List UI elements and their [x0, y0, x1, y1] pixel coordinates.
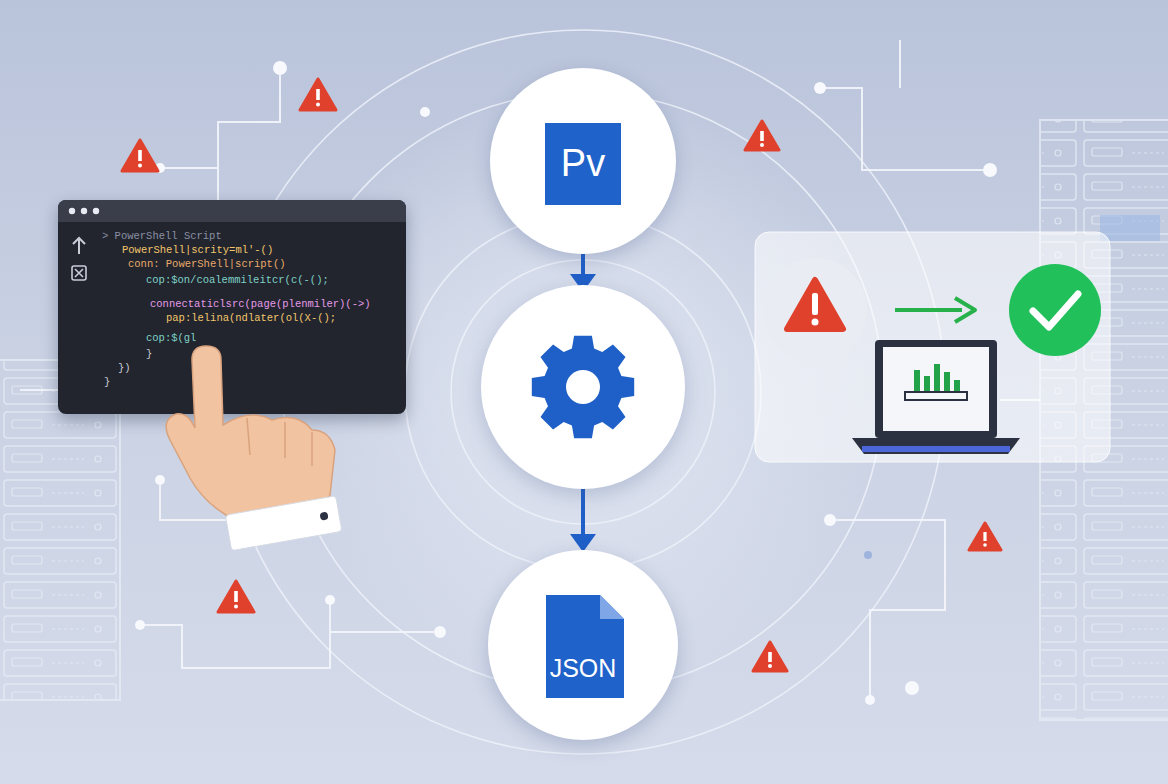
- sidebar-icons: [66, 234, 106, 324]
- code-line: }): [118, 362, 131, 375]
- json-icon: [488, 550, 678, 740]
- code-line: PowerShell|scrity=ml'-(): [122, 244, 273, 257]
- code-line: connectaticlsrc(page(plenmiler)(->): [150, 298, 371, 311]
- status-panel: [755, 232, 1110, 462]
- icon-circle: JSON: [488, 550, 678, 740]
- gear-icon: [532, 336, 634, 438]
- code-line: cop:$(gl: [146, 332, 196, 345]
- code-line: conn: PowerShell|script(): [128, 258, 286, 271]
- code-line: }: [104, 376, 110, 389]
- code-line: }: [146, 348, 152, 361]
- window-titlebar: [58, 200, 406, 222]
- window-dots: [58, 200, 118, 222]
- file-type-label: JSON: [488, 654, 678, 683]
- gear-circle: [481, 285, 685, 489]
- icon-label: Pv: [490, 142, 676, 185]
- icon-circle: Pv: [490, 68, 676, 254]
- code-line: cop:$on/coalemmileitcr(c(-();: [146, 274, 329, 287]
- gear-hole: [566, 370, 600, 404]
- code-line: pap:lelina(ndlater(ol(X-();: [166, 312, 336, 325]
- code-window: > PowerShell ScriptPowerShell|scrity=ml'…: [58, 200, 406, 414]
- code-line: > PowerShell Script: [102, 230, 222, 243]
- code-area: > PowerShell ScriptPowerShell|scrity=ml'…: [58, 222, 406, 414]
